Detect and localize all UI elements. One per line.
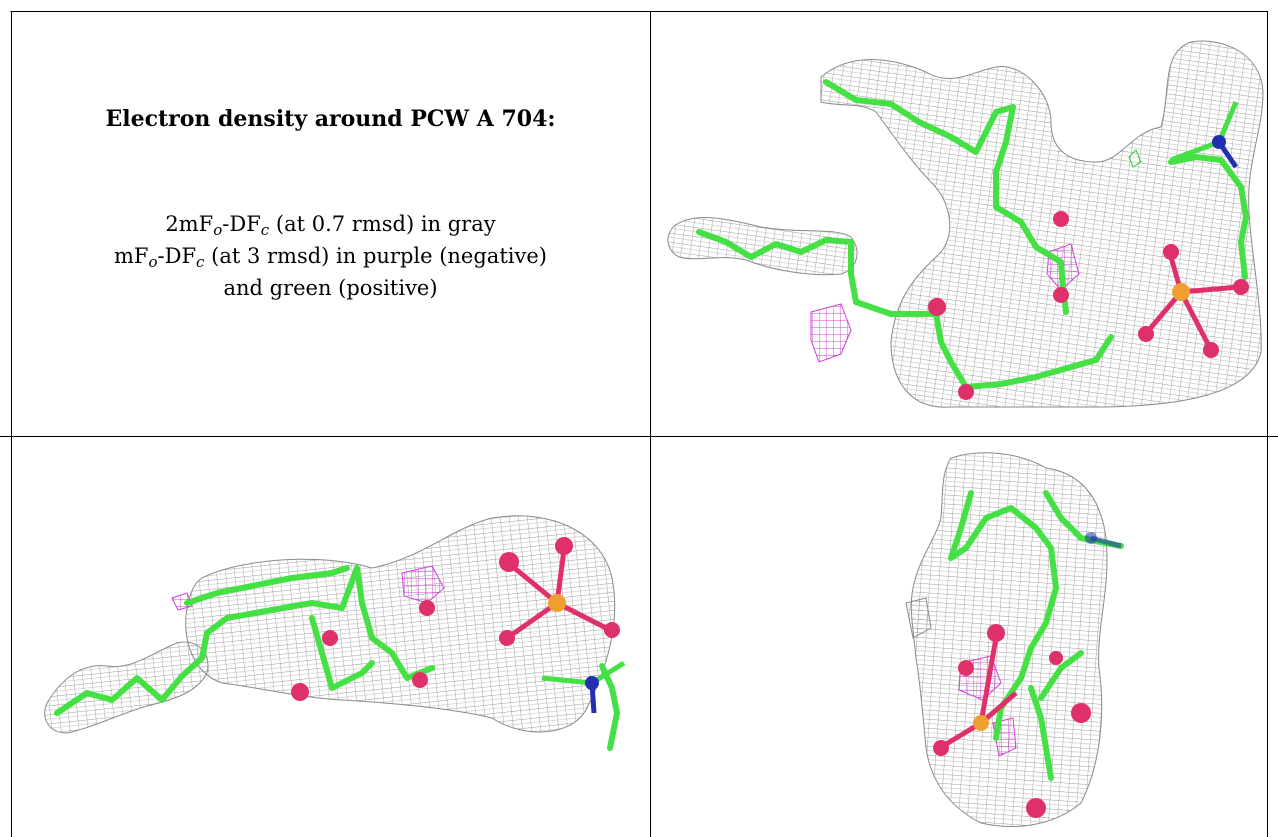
map-fofc-line: mFo-DFc (at 3 rmsd) in purple (negative) (114, 244, 547, 271)
oxygen-atoms (928, 211, 1249, 400)
phosphate-group (508, 549, 612, 639)
phosphate-group (1147, 256, 1240, 348)
map-2fofc-line: 2mFo-DFc (at 0.7 rmsd) in gray (165, 212, 496, 239)
density-view-bottom-right (651, 438, 1266, 837)
negative-density-blob (810, 243, 1080, 363)
caption-cell: Electron density around PCW A 704: 2mFo-… (12, 12, 649, 435)
density-view-top-right (651, 12, 1266, 435)
choline-nitrogen (1085, 532, 1122, 549)
ligand-density-render (667, 40, 1264, 408)
positive-density-blob (1128, 149, 1142, 168)
density-view-bottom-left (12, 438, 649, 837)
oxygen-atoms (933, 624, 1091, 818)
figure-description: 2mFo-DFc (at 0.7 rmsd) in gray mFo-DFc (… (12, 208, 649, 304)
choline-nitrogen (1170, 101, 1239, 169)
ligand-density-render-end (905, 452, 1124, 827)
carbon-chain (696, 79, 1249, 390)
carbon-chain (54, 565, 620, 751)
gray-mesh (667, 40, 1264, 408)
choline-nitrogen (541, 660, 626, 714)
map-fofc-line-continued: and green (positive) (223, 276, 438, 300)
phosphate-group (941, 637, 1018, 749)
ligand-density-render-side (44, 515, 626, 751)
figure-title: Electron density around PCW A 704: (105, 106, 556, 132)
